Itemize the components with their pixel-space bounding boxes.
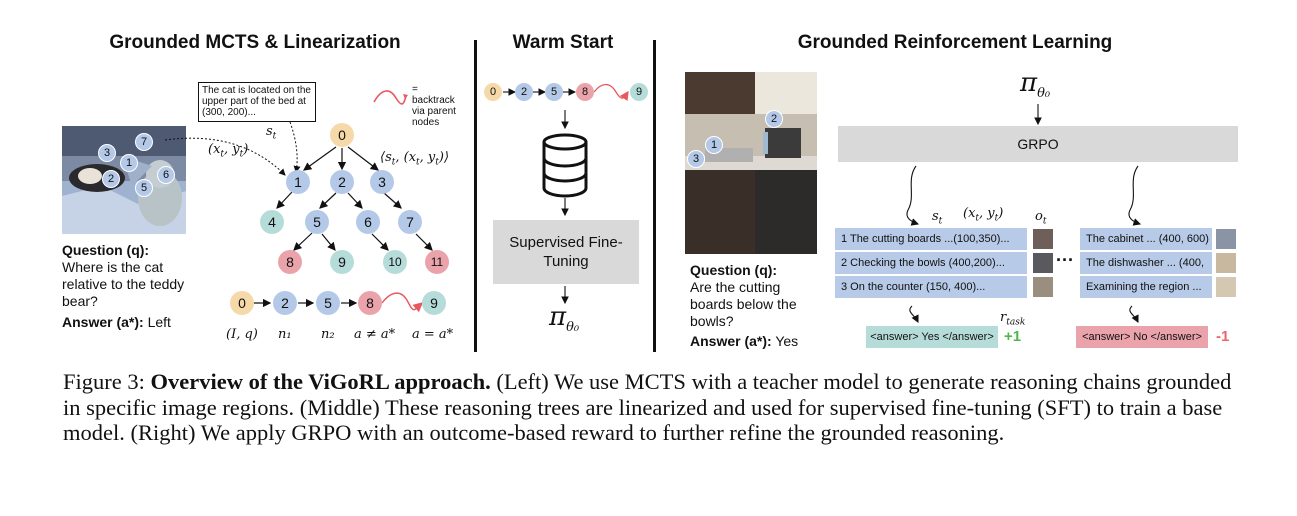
caption-body: (Left) We use MCTS with a teacher model … xyxy=(63,369,1232,445)
xy-label: (xt, yt) xyxy=(208,142,249,160)
caption-figure-label: Figure 3: xyxy=(63,369,145,394)
divider-left xyxy=(474,40,477,352)
chain-label-wrong: a ≠ a* xyxy=(354,327,396,342)
grpo-label: GRPO xyxy=(1017,136,1059,152)
answer-no-box: <answer> No </answer> xyxy=(1076,326,1208,348)
chain-node-2: 2 xyxy=(273,291,297,315)
st-label: st xyxy=(266,124,277,142)
backtrack-legend-text: = backtrack via parent nodes xyxy=(412,84,456,128)
chain-node-9: 9 xyxy=(422,291,446,315)
sft-label: Supervised Fine-Tuning xyxy=(509,234,623,270)
photo-marker-5: 5 xyxy=(135,179,153,197)
sft-box: Supervised Fine-Tuning xyxy=(493,220,639,284)
callout-text: The cat is located on the upper part of … xyxy=(202,85,311,118)
caption-bold-title: Overview of the ViGoRL approach. xyxy=(150,369,491,394)
tree-node-11: 11 xyxy=(425,250,449,274)
tree-node-4: 4 xyxy=(260,210,284,234)
tree-node-6: 6 xyxy=(356,210,380,234)
answer-yes-text: <answer> Yes </answer> xyxy=(870,331,994,343)
mid-chain-node-0: 0 xyxy=(484,83,502,101)
left-question-text: Where is the cat relative to the teddy b… xyxy=(62,259,185,309)
photo-marker-1: 1 xyxy=(120,154,138,172)
answer-yes-box: <answer> Yes </answer> xyxy=(866,326,998,348)
rollout-left-thumb-3 xyxy=(1033,277,1053,297)
rollout-right-thumb-3 xyxy=(1216,277,1236,297)
answer-no-text: <answer> No </answer> xyxy=(1082,331,1202,343)
divider-right xyxy=(653,40,656,352)
right-flow-arrows xyxy=(906,104,1142,323)
tuple-label: ⟨st, (xt, yt)⟩ xyxy=(380,150,450,168)
middle-chain-edges xyxy=(503,83,629,305)
callout-box: The cat is located on the upper part of … xyxy=(198,82,316,122)
right-answer: Answer (a*): Yes xyxy=(690,333,798,350)
rollout-right-thumb-2 xyxy=(1216,253,1236,273)
rollout-left-thumb-1 xyxy=(1033,229,1053,249)
mid-chain-node-5: 5 xyxy=(545,83,563,101)
rollout-left-row-2: 2 Checking the bowls (400,200)... xyxy=(835,252,1027,274)
kitchen-marker-2: 2 xyxy=(765,110,783,128)
rollout-right-row-2: The dishwasher ... (400, xyxy=(1080,252,1212,274)
tree-node-0: 0 xyxy=(330,123,354,147)
kitchen-photo: 2 1 3 xyxy=(685,72,817,254)
chain-label-n2: n₂ xyxy=(321,327,335,342)
photo-marker-7: 7 xyxy=(135,133,153,151)
right-question-label: Question (q): xyxy=(690,262,778,278)
col-header-ot: ot xyxy=(1035,209,1047,227)
kitchen-marker-1: 1 xyxy=(705,136,723,154)
rollout-right-row-3: Examining the region ... xyxy=(1080,276,1212,298)
photo-marker-2: 2 xyxy=(102,170,120,188)
middle-policy-symbol: πθ₀ xyxy=(549,302,580,336)
reward-plus: +1 xyxy=(1004,328,1022,345)
right-policy-symbol: πθ₀ xyxy=(1020,68,1051,102)
tree-node-3: 3 xyxy=(370,170,394,194)
mcts-tree-edges xyxy=(164,121,433,313)
figure-caption: Figure 3: Overview of the ViGoRL approac… xyxy=(63,369,1243,446)
right-answer-label: Answer (a*): xyxy=(690,333,772,349)
tree-node-2: 2 xyxy=(330,170,354,194)
chain-node-0: 0 xyxy=(230,291,254,315)
middle-panel-title: Warm Start xyxy=(512,32,614,53)
cat-bed-photo: 7 3 1 2 5 6 xyxy=(62,126,186,234)
rollout-left-thumb-2 xyxy=(1033,253,1053,273)
chain-label-iq: (I, q) xyxy=(226,327,258,342)
photo-marker-3: 3 xyxy=(98,144,116,162)
col-header-st: st xyxy=(932,209,943,227)
tree-node-1: 1 xyxy=(286,170,310,194)
backtrack-legend-icon xyxy=(373,90,408,105)
chain-node-8: 8 xyxy=(358,291,382,315)
chain-label-n1: n₁ xyxy=(278,327,292,342)
photo-marker-6: 6 xyxy=(157,166,175,184)
database-icon xyxy=(542,133,588,198)
reward-minus: -1 xyxy=(1216,328,1230,345)
tree-node-5: 5 xyxy=(305,210,329,234)
right-question-text: Are the cutting boards below the bowls? xyxy=(690,279,797,329)
tree-node-9: 9 xyxy=(330,250,354,274)
tree-node-7: 7 xyxy=(398,210,422,234)
col-header-xy: (xt, yt) xyxy=(963,206,1004,224)
left-answer-label: Answer (a*): xyxy=(62,314,144,330)
chain-label-correct: a = a* xyxy=(412,327,454,342)
mid-chain-node-2: 2 xyxy=(515,83,533,101)
rollout-left-row-3: 3 On the counter (150, 400)... xyxy=(835,276,1027,298)
rollout-right-thumb-1 xyxy=(1216,229,1236,249)
grpo-box: GRPO xyxy=(838,126,1238,162)
rtask-label: rtask xyxy=(1000,310,1026,328)
left-answer-value: Left xyxy=(147,314,171,330)
tree-node-10: 10 xyxy=(383,250,407,274)
kitchen-marker-3: 3 xyxy=(687,150,705,168)
mid-chain-node-9: 9 xyxy=(630,83,648,101)
left-answer: Answer (a*): Left xyxy=(62,314,171,331)
chain-node-5: 5 xyxy=(316,291,340,315)
left-panel-title: Grounded MCTS & Linearization xyxy=(109,32,401,53)
rollout-ellipsis: ··· xyxy=(1056,250,1074,270)
tree-node-8: 8 xyxy=(278,250,302,274)
right-answer-value: Yes xyxy=(775,333,799,349)
mid-chain-node-8: 8 xyxy=(576,83,594,101)
rollout-left-row-1: 1 The cutting boards ...(100,350)... xyxy=(835,228,1027,250)
left-question-label: Question (q): xyxy=(62,242,150,258)
right-panel-title: Grounded Reinforcement Learning xyxy=(797,32,1113,53)
rollout-right-row-1: The cabinet ... (400, 600) xyxy=(1080,228,1212,250)
